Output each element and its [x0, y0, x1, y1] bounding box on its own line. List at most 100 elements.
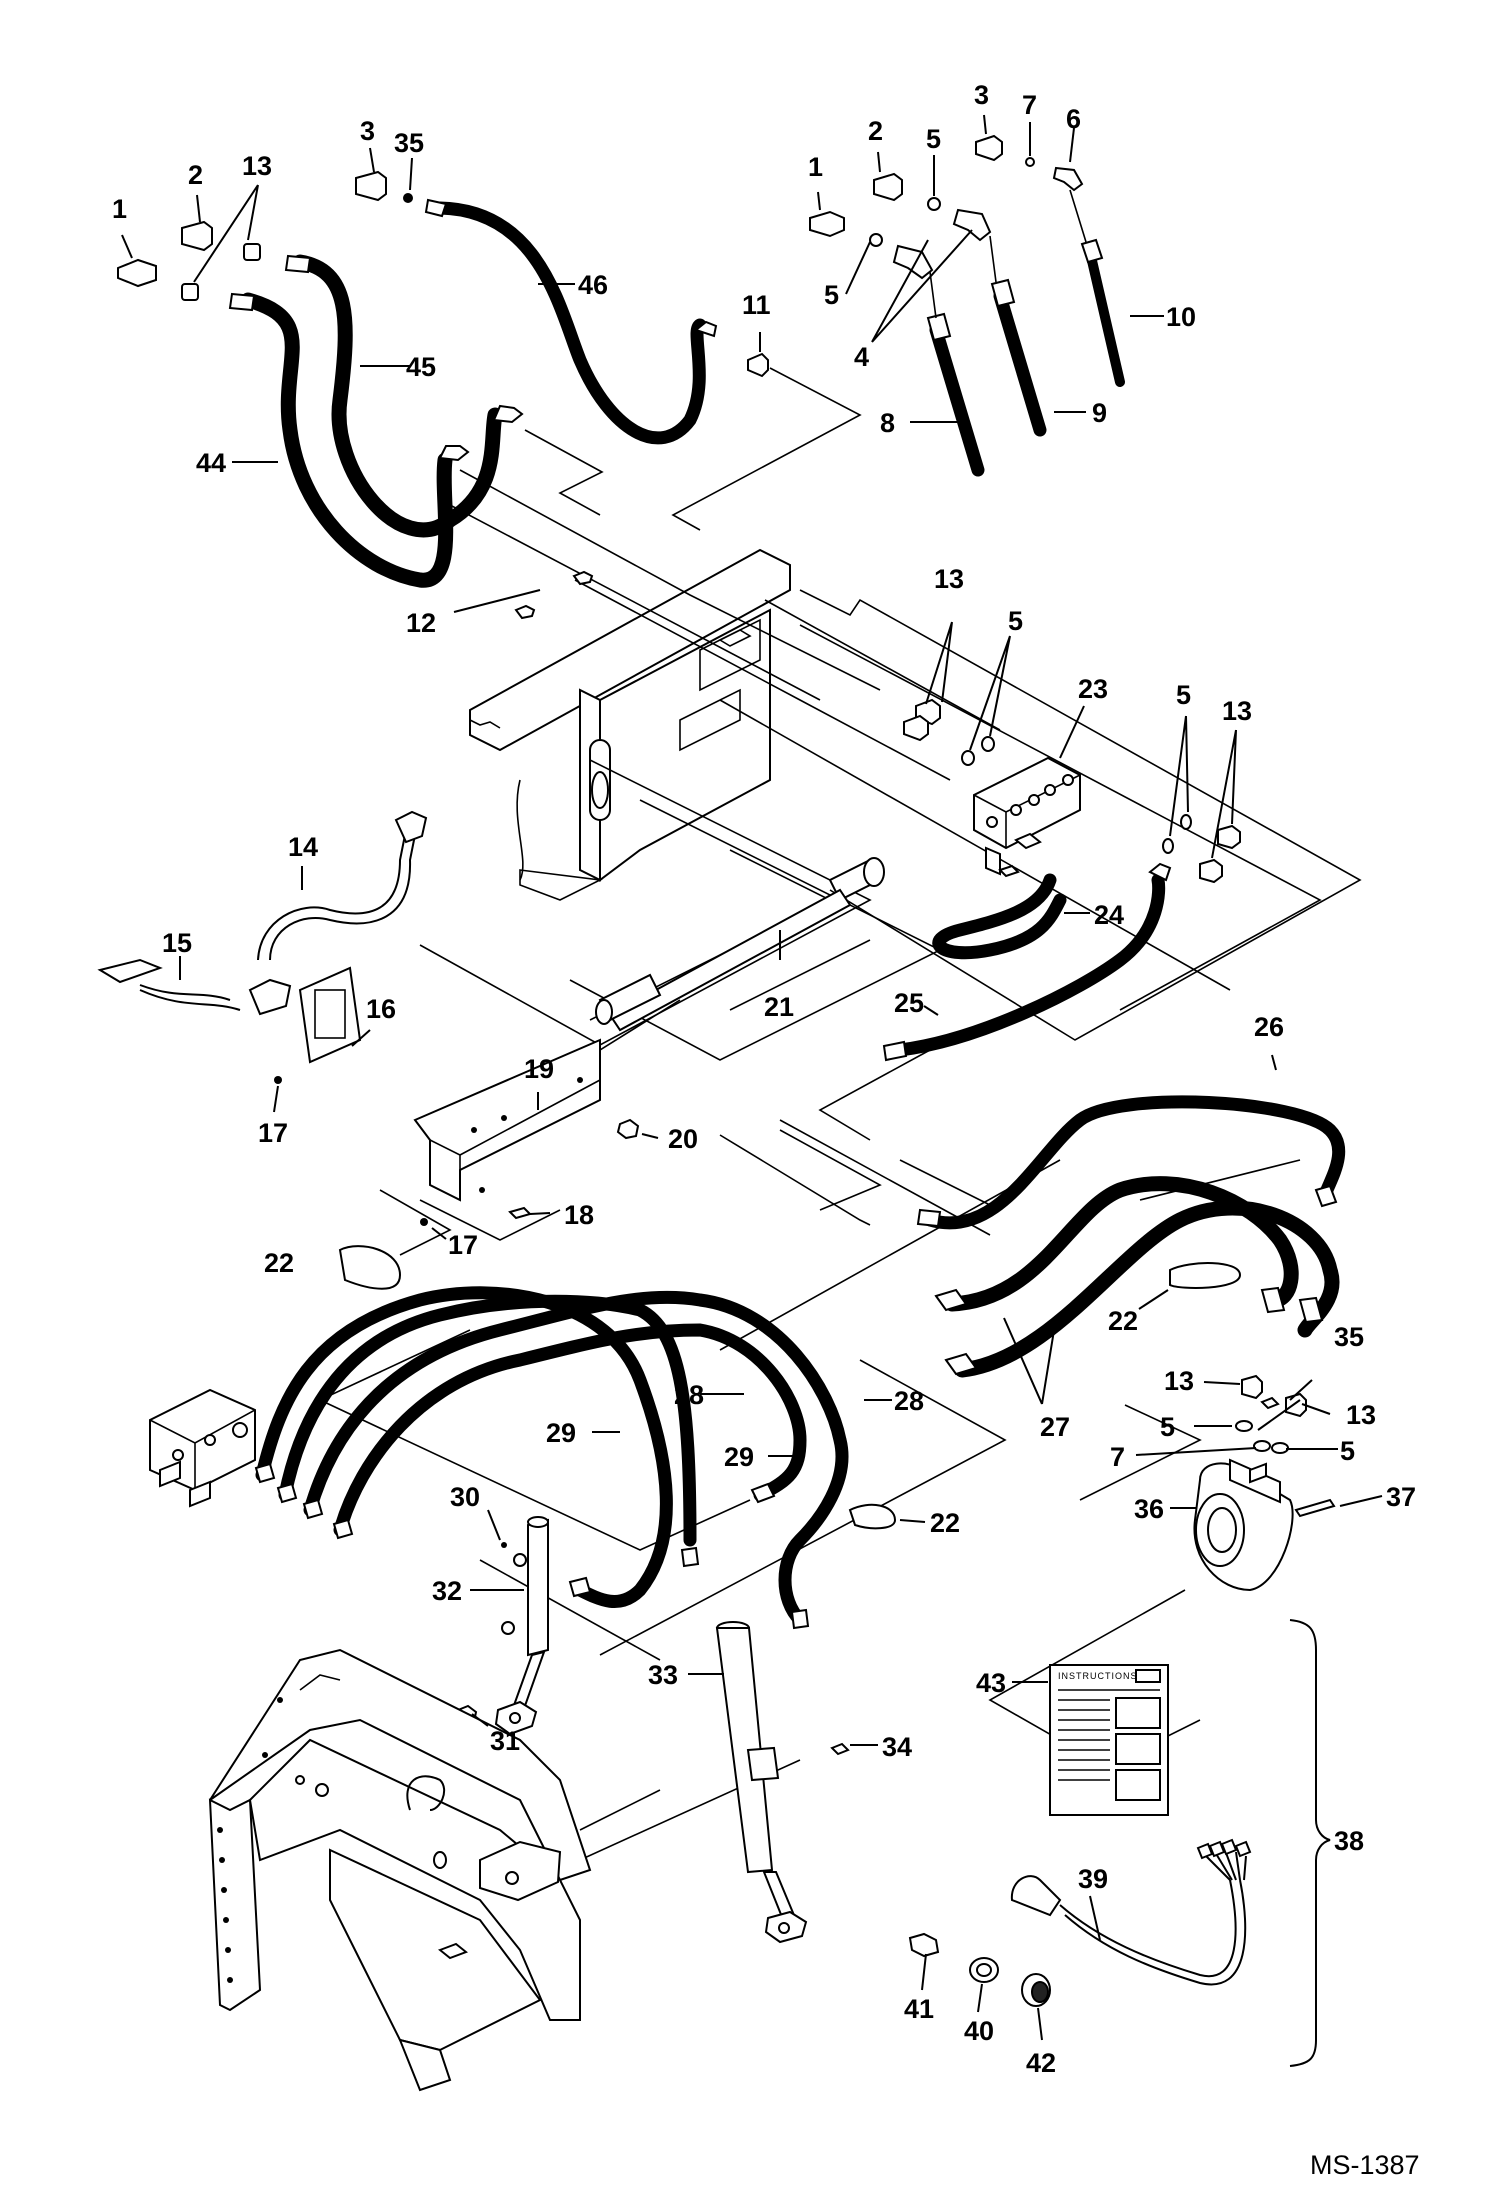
callout-13a: 13: [242, 151, 272, 181]
callout-10: 10: [1166, 302, 1196, 332]
bracket-19: [413, 1038, 640, 1226]
hose-24: [932, 873, 1067, 960]
callout-23: 23: [1078, 674, 1108, 704]
fitting-13-left: [181, 243, 261, 301]
oring-5-right-b: [927, 197, 941, 211]
hose-45: [292, 254, 503, 538]
callout-6: 6: [1066, 104, 1081, 134]
callout-9: 9: [1092, 398, 1107, 428]
callout-22b: 22: [1108, 1306, 1138, 1336]
callout-16: 16: [366, 994, 396, 1024]
fitting-1-right: [809, 210, 845, 238]
fitting-2-right: [873, 172, 903, 202]
hose-10: [1085, 247, 1125, 387]
callout-1a: 1: [112, 194, 127, 224]
cap-42: [1021, 1973, 1051, 2007]
leader-lines: [121, 114, 1383, 2041]
hose-9: [993, 289, 1047, 437]
cylinder-32: [456, 1516, 549, 1736]
callout-17b: 17: [448, 1230, 478, 1260]
screw-17-b: [420, 1218, 428, 1226]
attachment-frame: [208, 1648, 592, 2092]
hose-25: [893, 873, 1166, 1057]
callout-11: 11: [742, 290, 771, 320]
callout-3b: 3: [974, 80, 989, 110]
callout-2a: 2: [188, 160, 203, 190]
grease-fitting-34: [830, 1742, 850, 1756]
clamp-22-left: [338, 1245, 402, 1290]
hose-26: [923, 1095, 1346, 1230]
bolt-37: [1294, 1498, 1336, 1518]
callout-21: 21: [764, 992, 794, 1022]
callout-19: 19: [524, 1054, 554, 1084]
callout-4: 4: [854, 342, 869, 372]
callout-35b: 35: [1334, 1322, 1364, 1352]
callout-13d: 13: [1164, 1366, 1194, 1396]
callout-46: 46: [578, 270, 608, 300]
fitting-3-right: [975, 134, 1003, 162]
washer-40: [969, 1957, 999, 1983]
oring-35-left: [403, 193, 413, 203]
callout-26: 26: [1254, 1012, 1284, 1042]
callout-28a: 28: [674, 1380, 704, 1410]
callout-8: 8: [880, 408, 895, 438]
callout-45: 45: [406, 352, 436, 382]
callout-25: 25: [894, 988, 924, 1018]
hose-27-b: [954, 1200, 1340, 1378]
fittings-center-13-5: [903, 698, 995, 766]
callout-44: 44: [196, 448, 226, 478]
callout-1b: 1: [808, 152, 823, 182]
callout-34: 34: [882, 1732, 912, 1762]
callout-5d: 5: [1176, 680, 1191, 710]
elbow-4-b: [952, 208, 992, 242]
callout-13b: 13: [934, 564, 964, 594]
callout-22a: 22: [264, 1248, 294, 1278]
callout-39: 39: [1078, 1864, 1108, 1894]
hose-44: [240, 292, 454, 588]
callout-36: 36: [1134, 1494, 1164, 1524]
callout-42: 42: [1026, 2048, 1056, 2078]
callout-29a: 29: [546, 1418, 576, 1448]
callout-15: 15: [162, 928, 192, 958]
grease-fitting-30: [501, 1542, 507, 1548]
bolts-12: [514, 570, 594, 620]
hose-group-8-9-10: [809, 134, 1125, 477]
elbow-6: [1052, 166, 1084, 192]
cylinder-21: [595, 857, 885, 1032]
cylinder-33: [715, 1621, 850, 1944]
callout-5b: 5: [824, 280, 839, 310]
callout-2b: 2: [868, 116, 883, 146]
callout-27: 27: [1040, 1412, 1070, 1442]
drawing-code: MS-1387: [1310, 2150, 1420, 2180]
fittings-motor-13-5-7-35: [1235, 1374, 1307, 1454]
callout-3a: 3: [360, 116, 375, 146]
valve-block-lower: [149, 1388, 256, 1508]
callout-18: 18: [564, 1200, 594, 1230]
callout-37: 37: [1386, 1482, 1416, 1512]
clamp-22-right: [1169, 1262, 1242, 1289]
callout-7a: 7: [1022, 90, 1037, 120]
instruction-card-43: INSTRUCTIONS: [1049, 1664, 1169, 1816]
fitting-11: [747, 352, 769, 378]
callout-35a: 35: [394, 128, 424, 158]
hose-27-a: [944, 1176, 1299, 1312]
hose-group-44-45-46: [117, 170, 769, 588]
callout-30: 30: [450, 1482, 480, 1512]
callout-31: 31: [490, 1726, 520, 1756]
callout-7b: 7: [1110, 1442, 1125, 1472]
callout-40: 40: [964, 2016, 994, 2046]
assembly-guide-lines: [319, 367, 1362, 1861]
electrical-harness-14-15-16: [97, 810, 428, 1084]
oring-5-right-a: [869, 233, 883, 247]
callout-20: 20: [668, 1124, 698, 1154]
hoses-28-29: [254, 1286, 849, 1630]
hose-46: [433, 201, 707, 445]
oring-7-right: [1025, 157, 1035, 167]
callout-5a: 5: [926, 124, 941, 154]
callout-5c: 5: [1008, 606, 1023, 636]
callout-29b: 29: [724, 1442, 754, 1472]
callout-28b: 28: [894, 1386, 924, 1416]
screw-17-a: [274, 1076, 282, 1084]
nut-41: [908, 1932, 940, 1958]
